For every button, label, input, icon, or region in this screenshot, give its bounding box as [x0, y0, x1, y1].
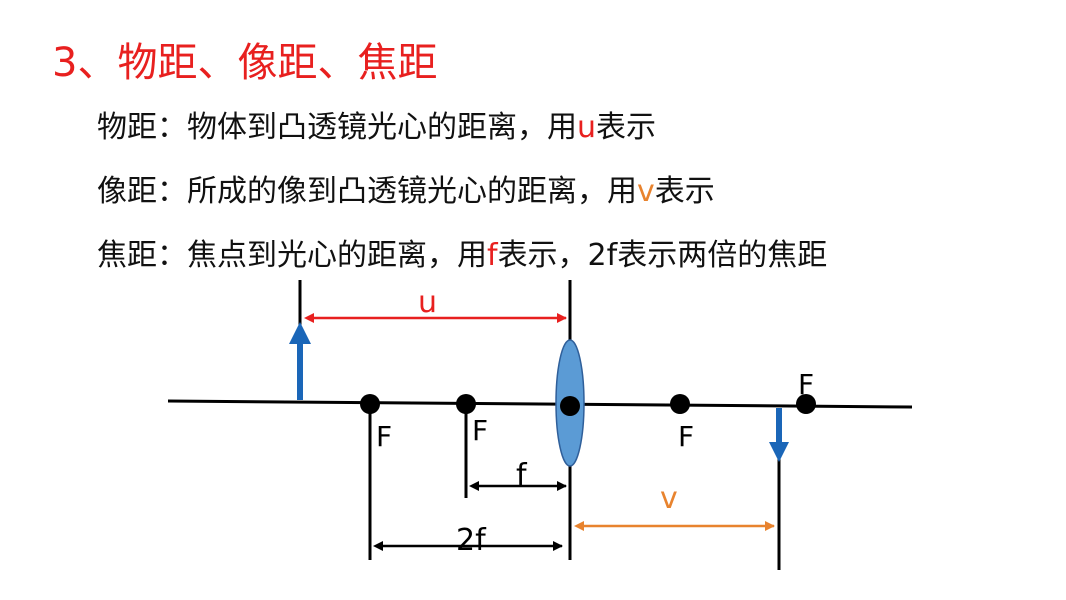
v-dimension-arrow-start: [574, 521, 584, 531]
object-arrow-head: [289, 322, 311, 344]
v-label: v: [660, 481, 678, 516]
definition-object-distance: 物距：物体到凸透镜光心的距离，用u表示: [97, 102, 656, 146]
symbol-f: f: [487, 238, 498, 273]
definition-image-distance: 像距：所成的像到凸透镜光心的距离，用v表示: [97, 166, 715, 210]
image-arrow-head: [769, 442, 789, 462]
definition-focal-length-text: 焦距：焦点到光心的距离，用: [97, 238, 487, 273]
symbol-u: u: [577, 110, 597, 145]
focal-point-2f-left: [360, 394, 380, 414]
slide-title: 3、物距、像距、焦距: [52, 40, 438, 86]
f-dimension-arrow-start: [469, 481, 479, 491]
definition-object-distance-text: 物距：物体到凸透镜光心的距离，用: [97, 110, 577, 145]
definition-image-distance-text: 像距：所成的像到凸透镜光心的距离，用: [97, 174, 637, 209]
definition-focal-length-suffix: 表示，2f表示两倍的焦距: [497, 238, 828, 273]
definition-focal-length: 焦距：焦点到光心的距离，用f表示，2f表示两倍的焦距: [97, 230, 827, 274]
definition-object-distance-suffix: 表示: [596, 110, 657, 145]
focal-point-f-right: [670, 394, 690, 414]
focal-point-2f-right: [796, 394, 816, 414]
definition-image-distance-suffix: 表示: [654, 174, 715, 209]
focal-point-f-left: [456, 394, 476, 414]
principal-axis: [167, 399, 913, 409]
focus-label-4: F: [798, 368, 814, 401]
focus-label-3: F: [678, 420, 694, 453]
f-label: f: [516, 458, 528, 493]
two-f-dimension-arrow-start: [373, 541, 383, 551]
focus-label-1: F: [376, 420, 392, 453]
focus-label-2: F: [472, 414, 488, 447]
two-f-label: 2f: [456, 523, 487, 558]
u-dimension-arrow-start: [304, 313, 314, 323]
optical-center: [560, 396, 580, 416]
u-label: u: [418, 285, 437, 320]
symbol-v: v: [637, 174, 655, 209]
